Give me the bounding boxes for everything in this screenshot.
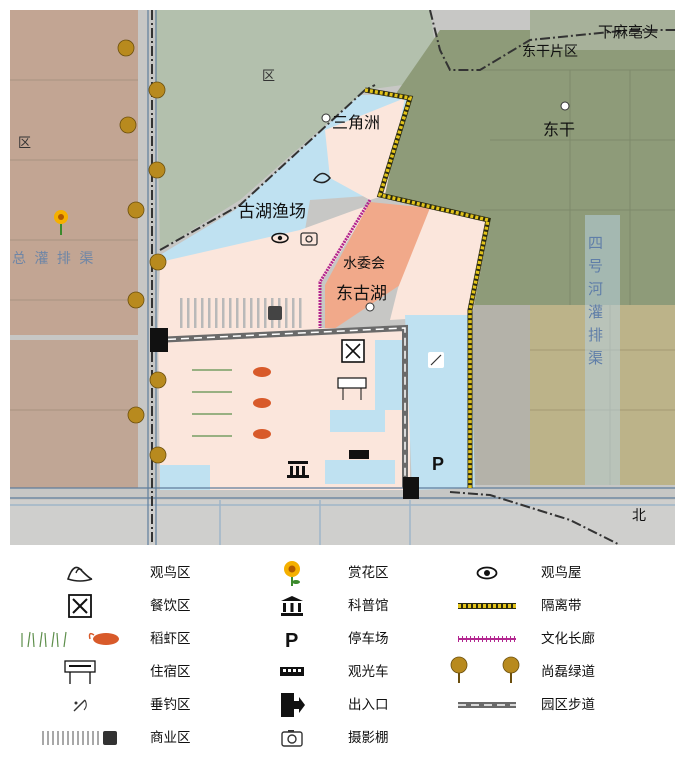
bird-area-icon [45,558,115,588]
culture-corridor [318,199,372,328]
rice-shrimp-icon [18,624,128,654]
commercial-icon [35,723,125,753]
culture-line [452,624,522,654]
field-lines-bottom [10,500,675,545]
legend-label-parking: 停车场 [348,631,389,647]
east-land [390,208,490,320]
buffer-zone [364,87,491,488]
map-labels: 下麻亳头 东干片区 东干 区 区 三角洲 古湖渔场 水委会 东古湖 总 灌 排 … [12,23,658,524]
farmland-left-lower [10,340,138,488]
buffer-line [452,591,522,621]
hotel-icon [337,377,367,389]
donggu-point [365,302,375,312]
label-guhuyuchang: 古湖渔场 [238,202,306,222]
donggan-point [560,101,570,111]
label-dongguhu: 东古湖 [336,284,387,304]
tour-bus-icon [349,450,369,459]
legend-label-entrance: 出入口 [348,697,389,713]
fishing-icon [45,690,115,720]
label-donggan: 东干 [543,120,575,139]
map-symbols: P [54,101,570,499]
eye-icon [452,558,522,588]
legend-label-camera: 摄影棚 [348,730,389,746]
shuiweihui-area [325,202,430,335]
camera-icon [257,723,327,753]
legend-label-walkway: 园区步道 [541,697,595,713]
legend-label-commercial: 商业区 [150,730,191,746]
museum-icon [257,591,327,621]
pond-2 [325,460,395,484]
park-south-land [158,328,410,490]
pond-1 [330,410,385,432]
tour-bus-icon [257,657,327,687]
delta-point [321,113,331,123]
swan-icon [312,172,331,184]
canal-right [585,215,620,485]
museum-icon [288,461,308,464]
label-zongguanpaiqu: 总 灌 排 渠 [12,251,95,267]
farmland-grey-right [472,305,530,485]
legend-label-tour-bus: 观光车 [348,664,389,680]
parking-icon: P [432,454,444,474]
dining-icon [45,591,115,621]
east-water [405,315,475,490]
pond-4 [375,340,403,410]
legend-label-culture: 文化长廊 [541,631,595,647]
rice-shrimp-zone [192,367,271,439]
label-qu-top: 区 [262,69,275,84]
legend-label-greenway: 尚磊绿道 [541,664,595,680]
label-sanjiaozhou: 三角洲 [332,113,380,132]
legend-label-bird-area: 观鸟区 [150,565,191,581]
farmland-top-right [530,10,675,50]
entrance-icon [257,690,327,720]
parking-icon: P [257,624,327,654]
legend-label-buffer: 隔离带 [541,598,582,614]
field-lines-right [480,69,675,305]
label-qu-left: 区 [18,136,31,151]
map-legend: 观鸟区 餐饮区 稻虾区 住宿区 垂钓区 商业区 赏花区 科普馆 P 停车场 观光… [0,553,686,773]
label-sihaohe: 四号河灌排渠 [586,235,604,373]
legend-label-eye: 观鸟屋 [541,565,582,581]
entrance-west-icon [150,328,168,352]
pond-3 [160,465,210,490]
entrance-south-icon [403,477,419,499]
flower-icon [257,558,327,588]
camera-icon [300,232,318,246]
label-dongganpianqu: 东干片区 [522,44,578,60]
legend-label-fishing: 垂钓区 [150,697,191,713]
label-xiamahaotou: 下麻亳头 [598,23,658,41]
label-shuiweihui: 水委会 [343,256,385,272]
legend-label-dining: 餐饮区 [150,598,191,614]
greenway-trees [117,39,167,464]
eye-icon [271,232,289,244]
farmland-left [10,10,138,335]
park-map: P 下麻亳头 东干片区 东干 区 区 三角洲 古湖渔场 水委会 东古湖 总 灌 … [10,10,675,545]
hotel-icon [45,657,115,687]
legend-label-hotel: 住宿区 [150,664,191,680]
svg-text:P: P [285,630,298,650]
bottom-strip [10,500,675,545]
legend-label-museum: 科普馆 [348,598,389,614]
greenway-icon [440,655,530,685]
legend-label-rice-shrimp: 稻虾区 [150,631,191,647]
legend-label-flower: 赏花区 [348,565,389,581]
field-lines-left [10,79,138,411]
farmland-top-middle [155,10,440,250]
label-bei: 北 [632,508,646,524]
commercial-zone [180,298,302,328]
walkway-line [452,690,522,720]
